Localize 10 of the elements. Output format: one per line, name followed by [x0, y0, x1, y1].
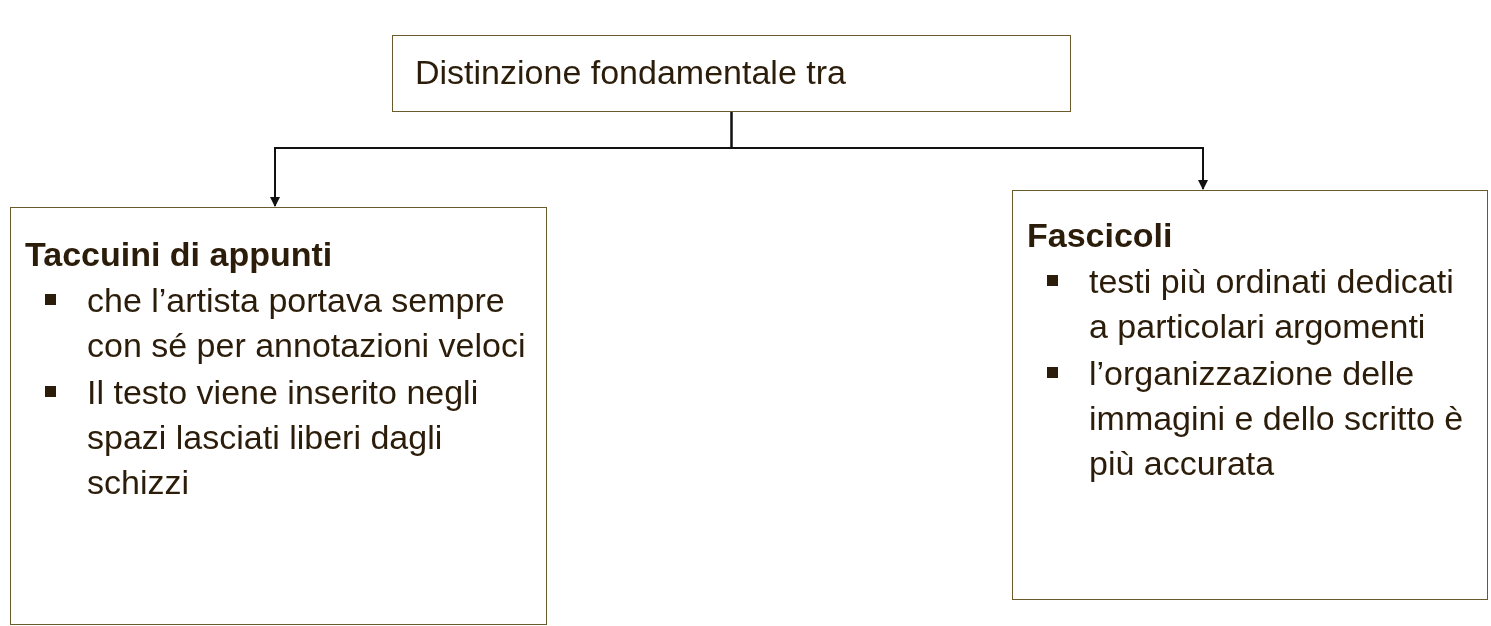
bullet-text: Il testo viene inserito negli spazi lasciati liberi dagli schizzi: [87, 373, 479, 501]
bullet-text: l’organizzazione delle immagini e dello scritto è più accurata: [1089, 354, 1464, 482]
text-box: [10, 207, 547, 625]
bullet-text: che l’artista portava sempre con sé per annotazioni veloci: [87, 281, 526, 364]
text-box: [1012, 190, 1488, 600]
box-heading: Fascicoli: [1027, 215, 1174, 256]
arrow: [730, 111, 1208, 190]
text-box: [392, 35, 1071, 112]
box-heading: Taccuini di appunti: [25, 234, 334, 275]
box-text: Distinzione fondamentale tra: [415, 52, 847, 93]
